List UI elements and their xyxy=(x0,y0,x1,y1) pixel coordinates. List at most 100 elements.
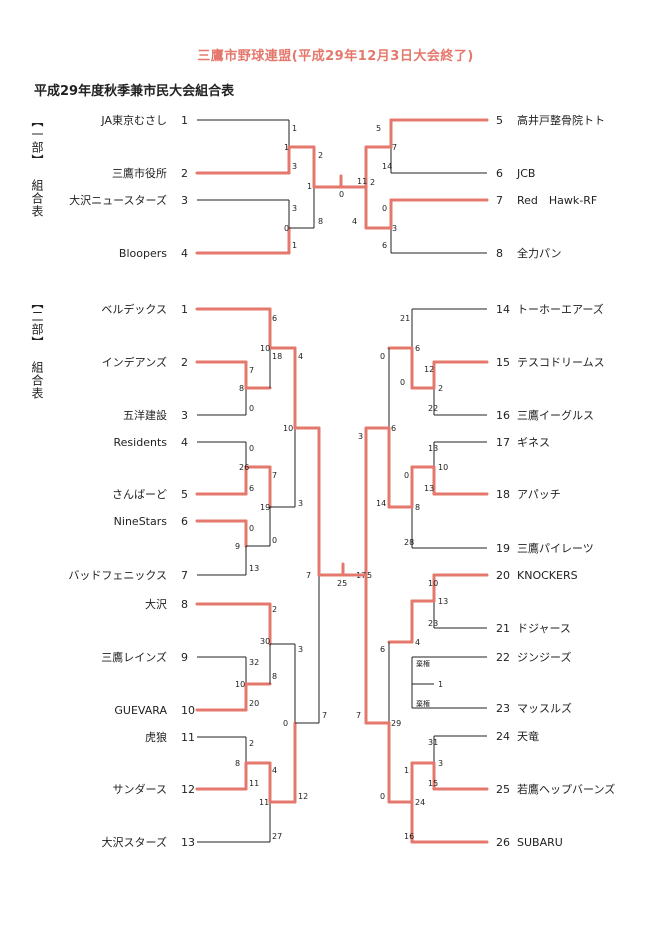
team-name: SUBARU xyxy=(517,836,563,849)
team-seed: 3 xyxy=(181,409,188,422)
team-seed: 12 xyxy=(181,783,195,796)
match-score: 8 xyxy=(318,217,323,226)
match-score: 1 xyxy=(292,241,297,250)
match-score: 3 xyxy=(292,162,297,171)
match-score: 4 xyxy=(352,217,357,226)
match-score: 31 xyxy=(428,738,438,747)
match-score: 0 xyxy=(249,444,254,453)
team-name: サンダース xyxy=(113,782,167,796)
team-seed: 17 xyxy=(496,436,510,449)
match-score: 13 xyxy=(424,484,434,493)
match-score: 6 xyxy=(249,484,254,493)
match-score: 5 xyxy=(376,124,381,133)
team-name: GUEVARA xyxy=(114,704,167,717)
match-score: 0 xyxy=(272,536,277,545)
forfeit-mark: 棄権 xyxy=(416,659,430,668)
match-score: 16 xyxy=(404,832,414,841)
team-name: ギネス xyxy=(517,436,550,449)
team-name: さんばーど xyxy=(112,488,167,501)
team-seed: 26 xyxy=(496,836,510,849)
match-score: 0 xyxy=(249,404,254,413)
match-score: 14 xyxy=(382,162,392,171)
match-score: 21 xyxy=(400,314,410,323)
match-score: 0 xyxy=(284,224,289,233)
match-score: 7 xyxy=(272,471,277,480)
team-seed: 25 xyxy=(496,783,510,796)
match-score: 3 xyxy=(292,204,297,213)
team-seed: 8 xyxy=(181,598,188,611)
team-name: 三鷹イーグルス xyxy=(517,408,594,422)
team-seed: 24 xyxy=(496,730,510,743)
team-name: バッドフェニックス xyxy=(68,569,167,582)
team-seed: 23 xyxy=(496,702,510,715)
match-score: 0 xyxy=(382,204,387,213)
match-score: 13 xyxy=(249,564,259,573)
match-score: 8 xyxy=(272,672,277,681)
team-seed: 7 xyxy=(181,569,188,582)
team-seed: 4 xyxy=(181,436,188,449)
team-name: Residents xyxy=(114,436,168,449)
team-seed: 11 xyxy=(181,731,195,744)
forfeit-mark: 棄権 xyxy=(416,699,430,708)
match-score: 6 xyxy=(415,344,420,353)
team-name: テスコドリームス xyxy=(517,356,605,369)
division-2-kumi: 組合表 xyxy=(30,361,44,400)
match-score: 8 xyxy=(235,759,240,768)
division-2-name: 【二部】 xyxy=(30,297,44,349)
team-name: 三鷹市役所 xyxy=(112,166,167,180)
team-seed: 5 xyxy=(496,114,503,127)
match-score: 22 xyxy=(428,404,438,413)
team-name: KNOCKERS xyxy=(517,569,578,582)
match-score: 13 xyxy=(438,597,448,606)
team-name: マッスルズ xyxy=(517,701,572,715)
team-name: 大沢ニュースターズ xyxy=(69,193,167,207)
team-name: JA東京むさし xyxy=(100,113,167,127)
match-score: 3 xyxy=(298,499,303,508)
team-seed: 10 xyxy=(181,704,195,717)
match-score: 12 xyxy=(298,792,308,801)
team-seed: 9 xyxy=(181,651,188,664)
team-seed: 5 xyxy=(181,488,188,501)
team-name: JCB xyxy=(516,167,535,180)
match-score: 0 xyxy=(339,190,344,199)
match-score: 32 xyxy=(249,658,259,667)
match-score: 30 xyxy=(260,637,270,646)
match-score: 3 xyxy=(358,432,363,441)
match-score: 24 xyxy=(415,798,425,807)
match-score: 8 xyxy=(415,503,420,512)
match-score: 11 xyxy=(357,177,367,186)
team-seed: 14 xyxy=(496,303,510,316)
match-score: 7 xyxy=(306,571,311,580)
match-score: 27 xyxy=(272,832,282,841)
match-score: 6 xyxy=(380,645,385,654)
team-seed: 20 xyxy=(496,569,510,582)
page-title: 三鷹市野球連盟(平成29年12月3日大会終了) xyxy=(197,49,474,64)
match-score: 2 xyxy=(272,605,277,614)
team-seed: 18 xyxy=(496,488,510,501)
division-1-name: 【一部】 xyxy=(30,115,44,167)
team-seed: 6 xyxy=(496,167,503,180)
team-seed: 21 xyxy=(496,622,510,635)
match-score: 4 xyxy=(272,766,277,775)
match-score: 1 xyxy=(292,124,297,133)
match-score: 3 xyxy=(438,759,443,768)
match-score: 8 xyxy=(239,384,244,393)
team-name: Bloopers xyxy=(119,247,167,260)
match-score: 3 xyxy=(298,645,303,654)
match-score: 0 xyxy=(283,719,288,728)
match-score: 0 xyxy=(249,524,254,533)
team-seed: 2 xyxy=(181,356,188,369)
match-score: 0 xyxy=(380,352,385,361)
team-name: 三鷹パイレーツ xyxy=(517,541,594,555)
division-1-label: 【一部】組合表 xyxy=(29,115,44,218)
team-seed: 4 xyxy=(181,247,188,260)
match-score: 26 xyxy=(239,463,249,472)
match-score: 28 xyxy=(404,538,414,547)
team-name: トーホーエアーズ xyxy=(517,302,604,316)
team-seed: 13 xyxy=(181,836,195,849)
team-seed: 1 xyxy=(181,114,188,127)
team-name: 若鷹ヘップバーンズ xyxy=(517,782,615,796)
match-score: 1 xyxy=(307,182,312,191)
match-score: 7 xyxy=(392,143,397,152)
